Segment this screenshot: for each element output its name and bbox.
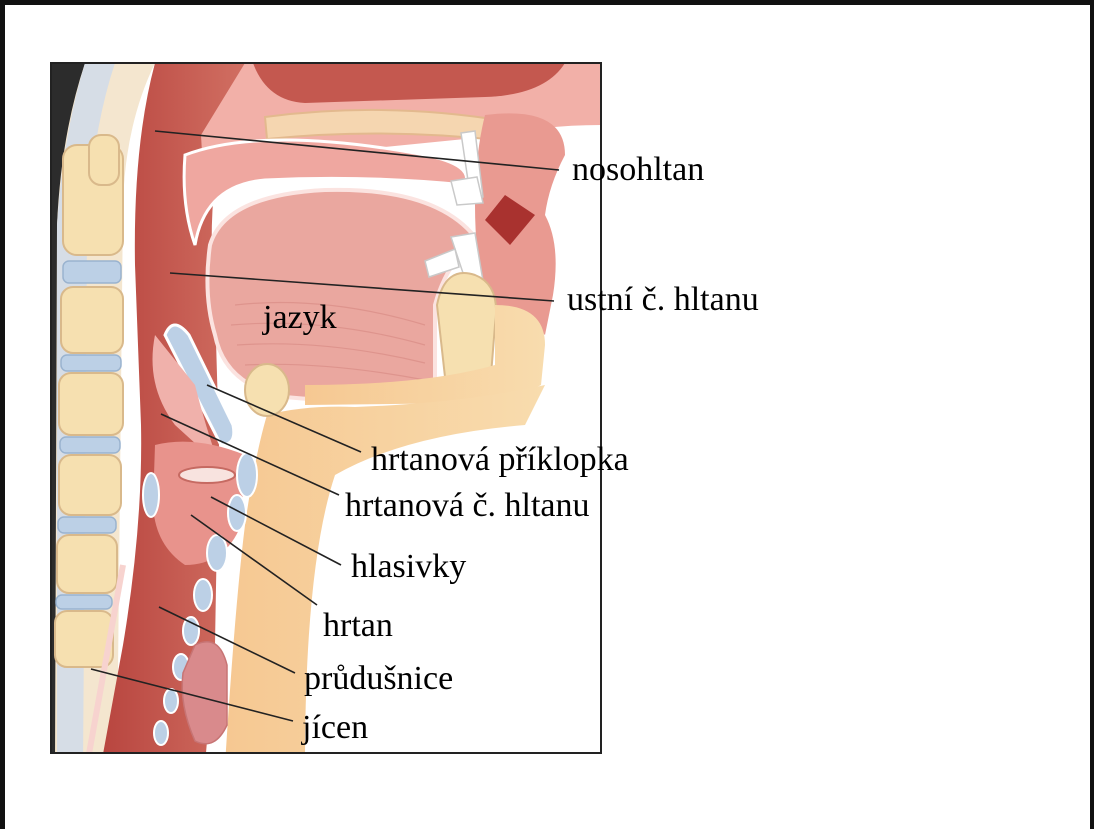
label-laryngopharynx: hrtanová č. hltanu [345, 489, 590, 523]
label-esophagus: jícen [302, 711, 368, 745]
label-vocal-cords: hlasivky [351, 550, 466, 584]
mandible [437, 273, 496, 381]
vertebrae [55, 135, 123, 667]
label-nasopharynx: nosohltan [572, 153, 704, 187]
head-neck-cross-section-illustration [5, 5, 1094, 834]
label-trachea: průdušnice [304, 662, 453, 696]
label-epiglottis: hrtanová příklopka [371, 443, 629, 477]
label-larynx: hrtan [323, 609, 393, 643]
label-tongue: jazyk [263, 301, 337, 335]
hyoid-bone [245, 364, 289, 416]
label-oropharynx: ustní č. hltanu [567, 283, 759, 317]
tongue-body [207, 190, 475, 401]
vocal-folds [179, 467, 235, 483]
